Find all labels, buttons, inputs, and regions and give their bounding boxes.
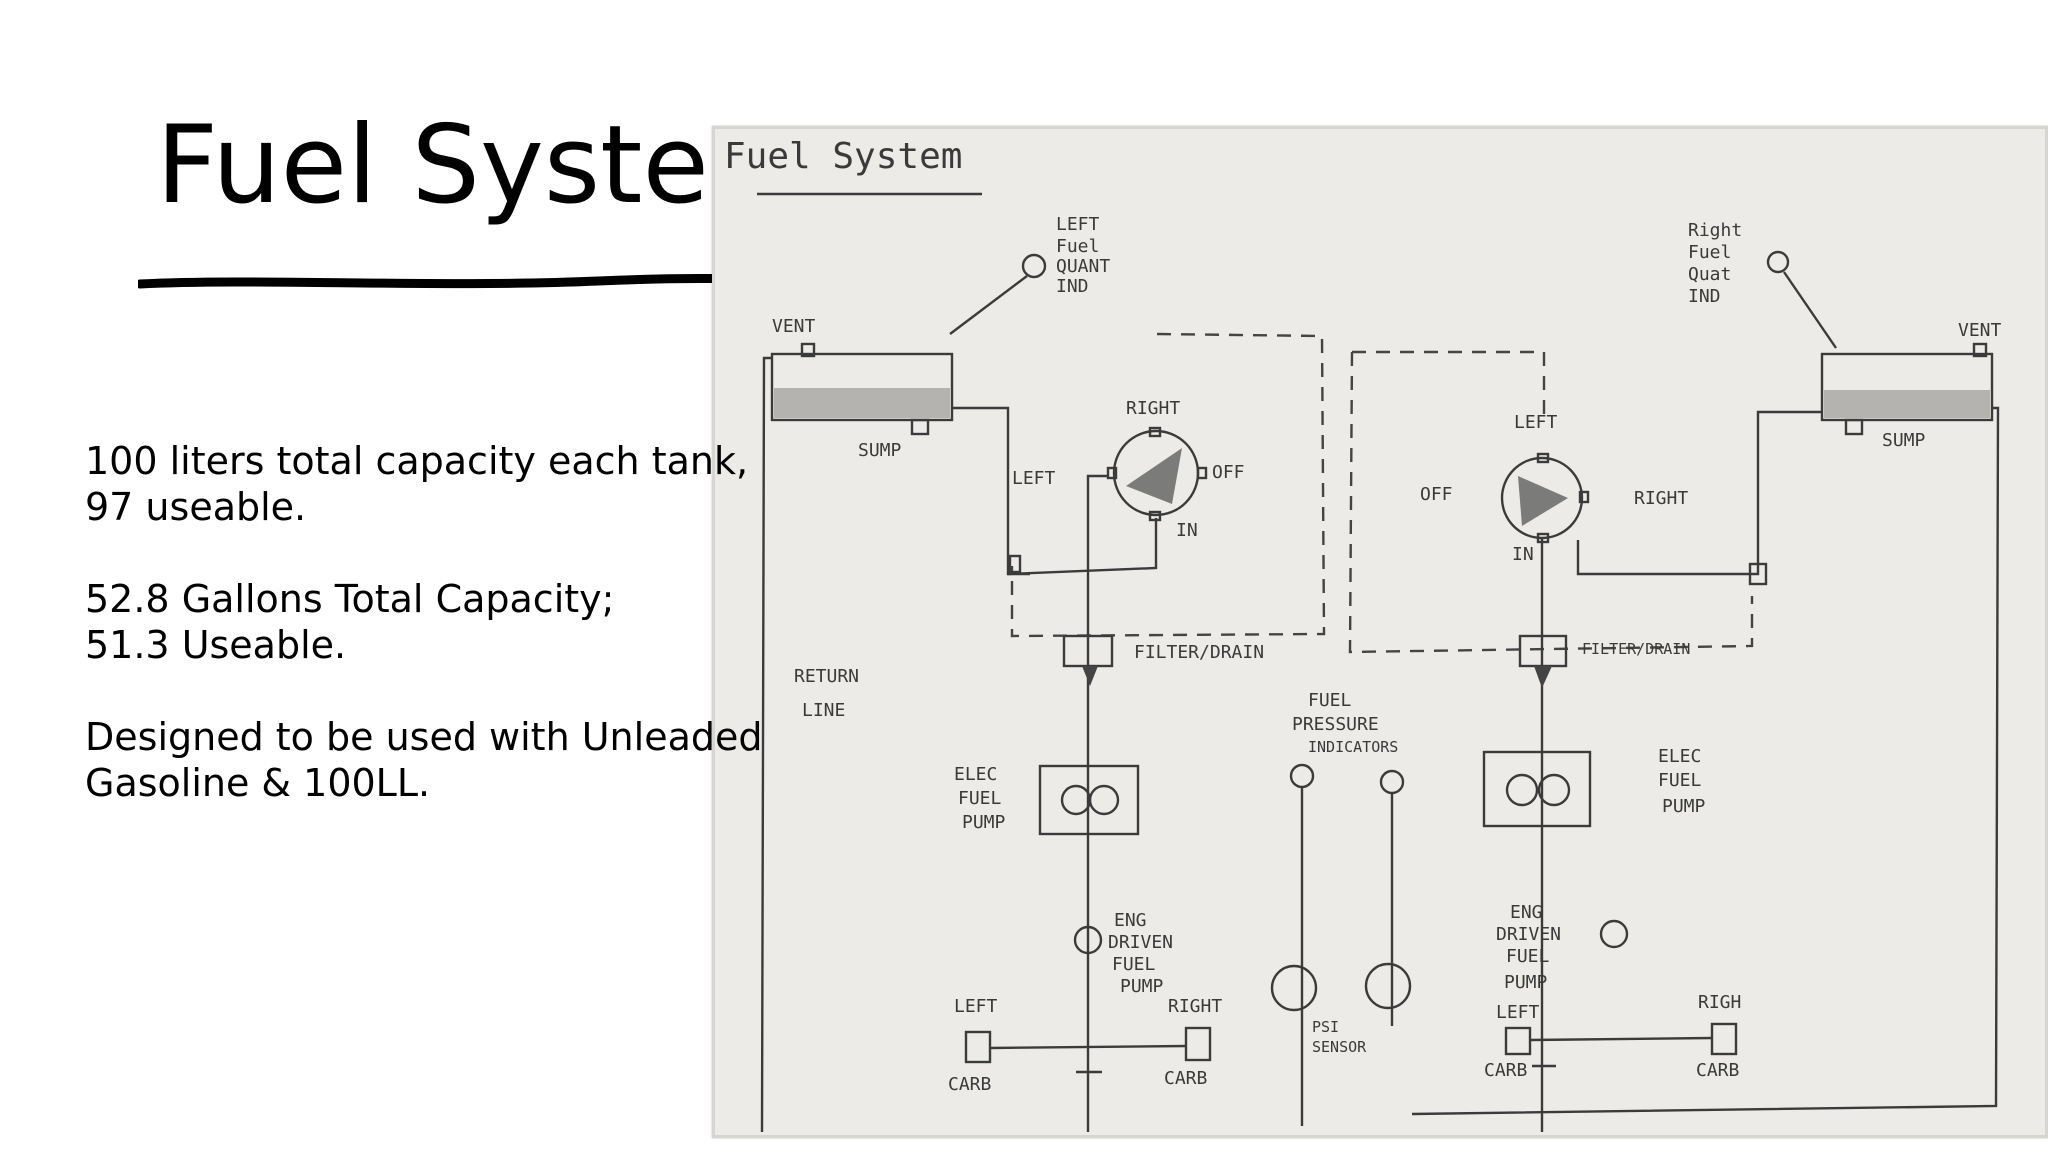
- left-engine-carbs: [964, 1026, 1212, 1074]
- right-qty-label-2: Fuel: [1688, 242, 1731, 263]
- eng-pump-right-label-4: PUMP: [1504, 972, 1548, 993]
- return-line: [760, 356, 772, 1133]
- right-filter-drain-icon: [1518, 634, 1568, 688]
- left-qty-label-2: Fuel: [1056, 236, 1099, 257]
- sel1-in-label: IN: [1176, 520, 1198, 541]
- sump-right-label: SUMP: [1882, 430, 1926, 451]
- return-line-label-2: LINE: [802, 700, 845, 721]
- left-fuel-quantity-gauge-icon: [949, 253, 1047, 335]
- eng-pump-right-label-3: FUEL: [1506, 946, 1550, 967]
- fuel-system-sketch-photo: Fuel System VENT SUMP LEFT Fuel QUANT IN…: [712, 126, 2048, 1138]
- right-qty-label-4: IND: [1688, 286, 1721, 307]
- sketch-heading: Fuel System: [724, 136, 962, 177]
- right-engine-driven-pump-icon: [1599, 919, 1629, 949]
- right-selector-dashed-link: [1348, 351, 1754, 654]
- eng-pump-left-label-1: ENG: [1114, 910, 1147, 931]
- sel1-left-label: LEFT: [1012, 468, 1056, 489]
- right-qty-label-1: Right: [1688, 220, 1742, 241]
- carb-l-right-b-label: CARB: [1164, 1068, 1207, 1089]
- vent-right-label: VENT: [1958, 320, 2002, 341]
- sel1-right-label: RIGHT: [1126, 398, 1180, 419]
- sel2-in-label: IN: [1512, 544, 1534, 565]
- capacity-gallons-text: 52.8 Gallons Total Capacity; 51.3 Useabl…: [85, 577, 615, 667]
- left-filter-drain-icon: [1062, 634, 1114, 686]
- left-engine-driven-pump-icon: [1073, 925, 1103, 955]
- sel2-off-label: OFF: [1420, 484, 1453, 505]
- left-selector-return: [1007, 518, 1158, 576]
- right-qty-label-3: Quat: [1688, 264, 1731, 285]
- fuel-press-label-1: FUEL: [1308, 690, 1352, 711]
- psi-sensor-label-2: SENSOR: [1312, 1038, 1367, 1056]
- carb-r-left-label: LEFT: [1496, 1002, 1540, 1023]
- left-main-line: [1086, 474, 1108, 1132]
- sel2-right-label: RIGHT: [1634, 488, 1688, 509]
- carb-l-left-label: LEFT: [954, 996, 998, 1017]
- carb-r-right-b-label: CARB: [1696, 1060, 1739, 1081]
- left-selector-dashed-link: [1010, 332, 1326, 638]
- right-fuel-quantity-gauge-icon: [1766, 250, 1837, 349]
- vent-left-label: VENT: [772, 316, 816, 337]
- elec-pump-left-label-1: ELEC: [954, 764, 997, 785]
- right-tank: [1820, 342, 1994, 436]
- fuel-type-text: Designed to be used with Unleaded Gasoli…: [85, 715, 763, 805]
- slide-title: Fuel System: [156, 103, 815, 228]
- carb-r-left-b-label: CARB: [1484, 1060, 1527, 1081]
- left-qty-label-4: IND: [1056, 276, 1089, 297]
- left-qty-label-1: LEFT: [1056, 214, 1100, 235]
- eng-pump-right-label-1: ENG: [1510, 902, 1543, 923]
- right-selector-dashed-top: [1352, 350, 1546, 416]
- elec-pump-right-label-1: ELEC: [1658, 746, 1701, 767]
- sel1-off-label: OFF: [1212, 462, 1245, 483]
- right-selector-return: [1576, 410, 1822, 576]
- elec-pump-left-label-3: PUMP: [962, 812, 1006, 833]
- right-electric-fuel-pump-icon: [1482, 750, 1592, 828]
- right-engine-carbs: [1504, 1022, 1738, 1068]
- elec-pump-right-label-2: FUEL: [1658, 770, 1702, 791]
- capacity-liters-text: 100 liters total capacity each tank, 97 …: [85, 439, 749, 529]
- carb-l-right-label: RIGHT: [1168, 996, 1222, 1017]
- eng-pump-left-label-2: DRIVEN: [1108, 932, 1173, 953]
- right-tank-line: [1411, 406, 2000, 1116]
- elec-pump-right-label-3: PUMP: [1662, 796, 1706, 817]
- eng-pump-right-label-2: DRIVEN: [1496, 924, 1561, 945]
- return-line-label-1: RETURN: [794, 666, 859, 687]
- sump-left-label: SUMP: [858, 440, 902, 461]
- fuel-press-label-2: PRESSURE: [1292, 714, 1379, 735]
- filter-right-label: FILTER/DRAIN: [1582, 640, 1690, 658]
- fuel-pressure-indicators-icon: [1270, 763, 1412, 1126]
- left-qty-label-3: QUANT: [1056, 256, 1110, 277]
- carb-r-right-label: RIGH: [1698, 992, 1741, 1013]
- psi-sensor-label-1: PSI: [1312, 1018, 1339, 1036]
- eng-pump-left-label-4: PUMP: [1120, 976, 1164, 997]
- fuel-system-sketch: Fuel System VENT SUMP LEFT Fuel QUANT IN…: [712, 126, 2048, 1138]
- fuel-press-label-3: INDICATORS: [1308, 738, 1398, 756]
- elec-pump-left-label-2: FUEL: [958, 788, 1002, 809]
- left-electric-fuel-pump-icon: [1038, 764, 1140, 836]
- carb-l-left-b-label: CARB: [948, 1074, 991, 1095]
- left-tank: [770, 342, 954, 436]
- eng-pump-left-label-3: FUEL: [1112, 954, 1156, 975]
- filter-left-label: FILTER/DRAIN: [1134, 642, 1264, 663]
- sel2-left-label: LEFT: [1514, 412, 1558, 433]
- body-text: 100 liters total capacity each tank, 97 …: [85, 438, 785, 852]
